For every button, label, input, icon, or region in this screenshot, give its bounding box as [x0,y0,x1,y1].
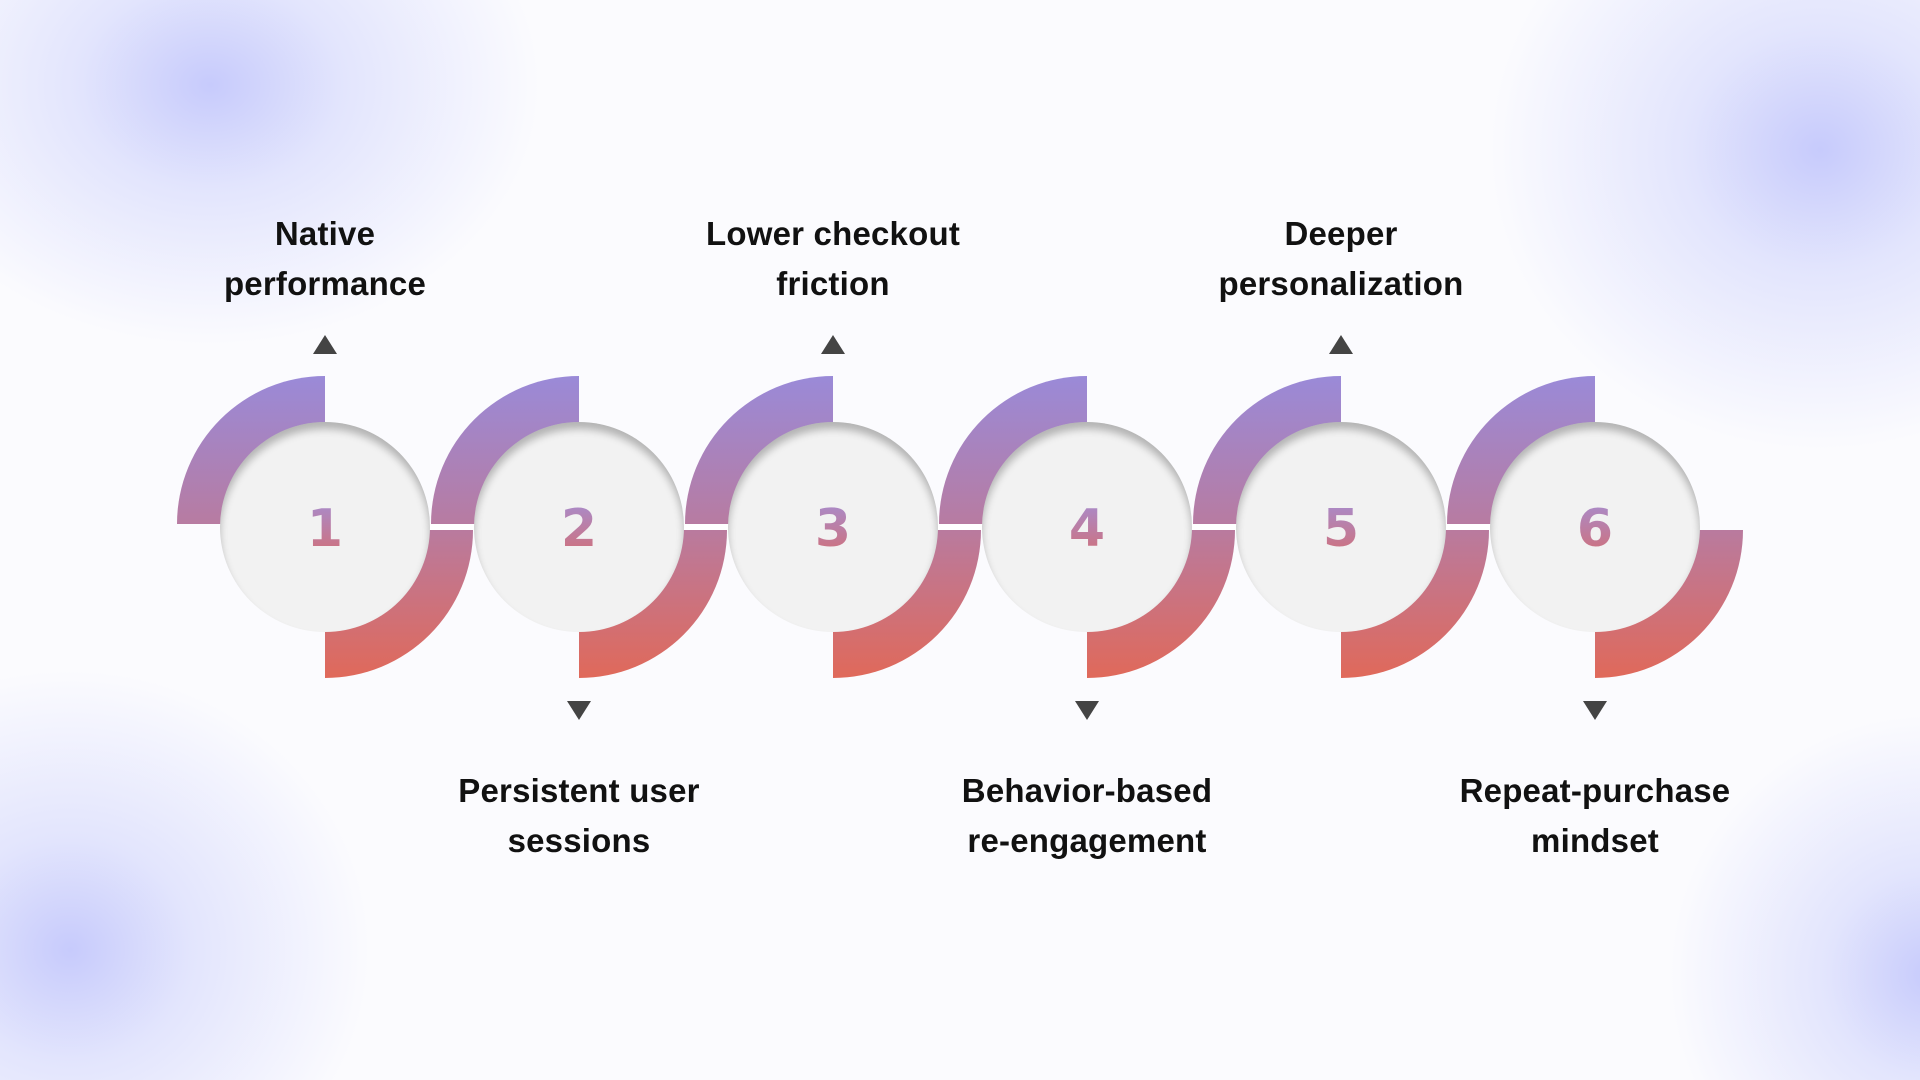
step-label-line-2: performance [223,265,427,302]
step-number: 6 [1576,499,1614,559]
step-number: 3 [814,499,852,559]
step-label-line-1: Repeat-purchase [1459,772,1731,809]
step-label-line-1: Native [274,215,376,252]
step-label-line-1: Behavior-based [961,772,1213,809]
triangle-up-icon [1329,335,1353,354]
step-label: Deeper personalization [1141,209,1541,309]
step-label-line-1: Deeper [1284,215,1398,252]
step-label: Persistent user sessions [379,766,779,866]
step-label-line-2: personalization [1218,265,1464,302]
triangle-down-icon [1583,701,1607,720]
step-label-line-2: mindset [1531,822,1659,859]
step-label-line-2: friction [776,265,890,302]
step-disc: 3 [728,422,938,632]
triangle-down-icon [567,701,591,720]
step-label-line-1: Persistent user [458,772,700,809]
step-number: 4 [1068,499,1106,559]
step-disc: 4 [982,422,1192,632]
step-number: 1 [306,499,344,559]
step-label-line-2: re-engagement [967,822,1207,859]
step-label: Native performance [125,209,525,309]
step-label-line-2: sessions [507,822,651,859]
step-disc: 6 [1490,422,1700,632]
step-label-line-1: Lower checkout [705,215,961,252]
step-label: Repeat-purchase mindset [1395,766,1795,866]
connector-line [325,523,1595,531]
step-number: 2 [560,499,598,559]
step-disc: 2 [474,422,684,632]
step-disc: 5 [1236,422,1446,632]
triangle-up-icon [821,335,845,354]
triangle-down-icon [1075,701,1099,720]
step-label: Lower checkout friction [633,209,1033,309]
step-label: Behavior-based re-engagement [887,766,1287,866]
step-number: 5 [1322,499,1360,559]
step-disc: 1 [220,422,430,632]
triangle-up-icon [313,335,337,354]
